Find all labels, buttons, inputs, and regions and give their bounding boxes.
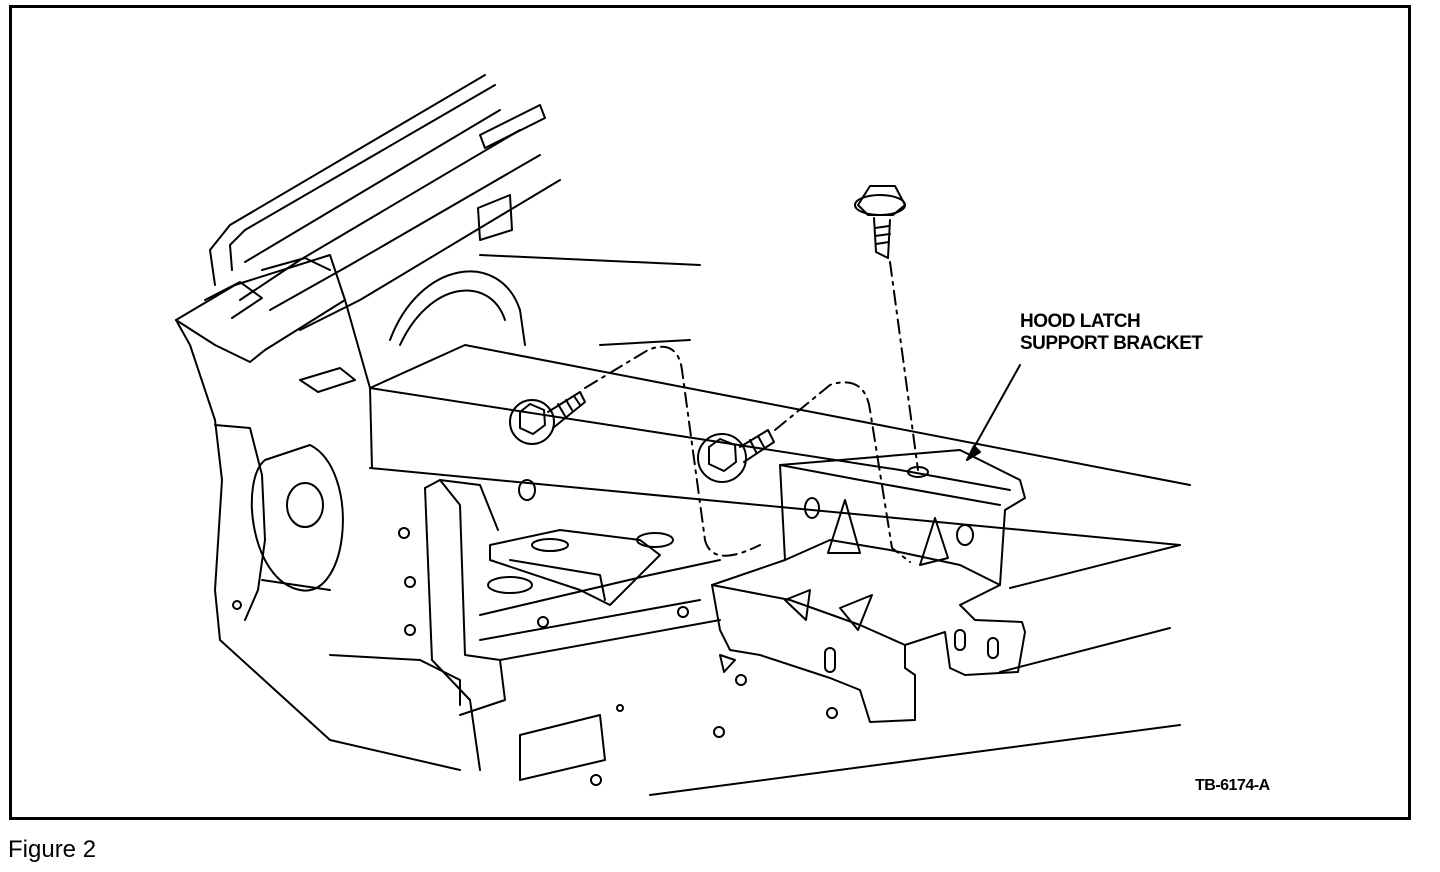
callout-leader: [967, 365, 1020, 460]
fender-apron: [210, 75, 700, 345]
reference-code: TB-6174-A: [1195, 777, 1270, 794]
callout-label-line-1: HOOD LATCH: [1020, 311, 1141, 332]
bolt-middle: [698, 430, 774, 482]
crossmember-beam: [370, 345, 1190, 545]
bolt-left: [510, 392, 585, 444]
figure-frame: [9, 5, 1411, 820]
fender-opening: [390, 271, 525, 345]
bolt-vertical: [855, 186, 905, 258]
lower-frame: [399, 480, 1180, 795]
assembly-path-lines: [585, 262, 918, 562]
hood-latch-support-bracket: [712, 450, 1025, 722]
callout-label-line-2: SUPPORT BRACKET: [1020, 333, 1203, 354]
radiator-support: [176, 255, 460, 770]
figure-caption: Figure 2: [8, 836, 97, 863]
